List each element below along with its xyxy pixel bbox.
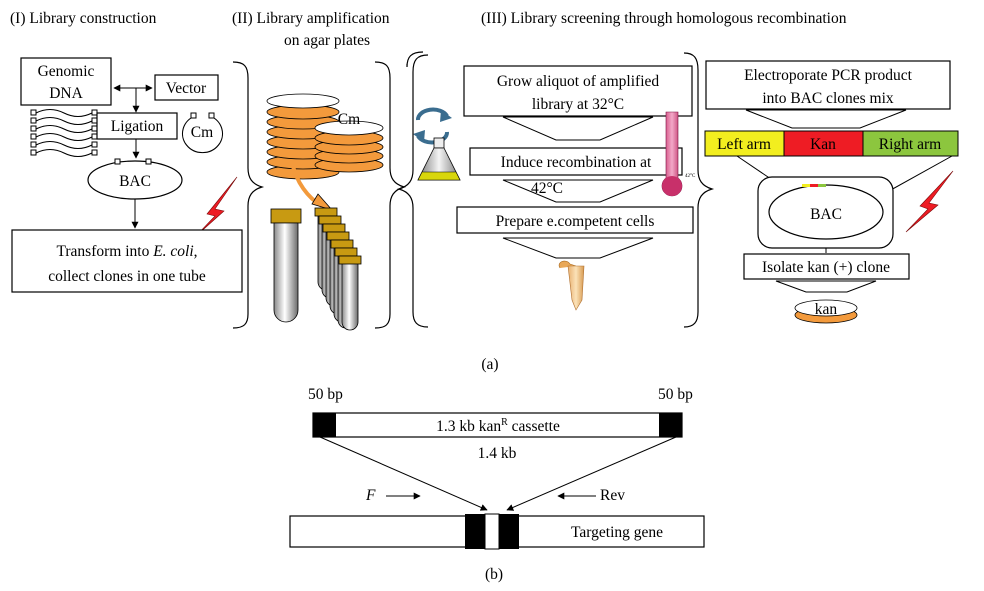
funnel-arrow-5 bbox=[775, 280, 877, 293]
brace-3-close bbox=[683, 52, 715, 328]
panel2: Cm bbox=[266, 93, 384, 331]
brace-2 bbox=[374, 61, 407, 329]
brace-3-left bbox=[396, 54, 429, 328]
plate-cm-label: Cm bbox=[338, 111, 360, 128]
label-a: (a) bbox=[481, 356, 498, 373]
transform-box bbox=[11, 229, 243, 293]
flask-icon bbox=[417, 137, 461, 181]
bac-clone-label: BAC bbox=[810, 206, 842, 223]
left-arm-segment bbox=[704, 130, 785, 157]
right-arm-label: Right arm bbox=[879, 136, 941, 153]
vector-label: Vector bbox=[166, 80, 207, 97]
homology-arm-right bbox=[659, 413, 682, 437]
funnel-arrow-3 bbox=[502, 237, 654, 259]
bp-right-label: 50 bp bbox=[658, 386, 693, 403]
kan-label: Kan bbox=[810, 136, 836, 153]
cassette-label: 1.3 kb kanR cassette bbox=[436, 417, 560, 435]
electroporate-box bbox=[705, 60, 951, 110]
rev-primer-label: Rev bbox=[600, 487, 625, 504]
right-arm-segment bbox=[862, 130, 959, 157]
panel3-header: (III) Library screening through homologo… bbox=[481, 10, 847, 27]
dna-fragment-ends bbox=[30, 109, 98, 156]
vector-box bbox=[154, 74, 219, 101]
cassette-bar bbox=[312, 412, 683, 438]
prepare-label: Prepare e.competent cells bbox=[496, 213, 655, 230]
induce-label-line1: Induce recombination at bbox=[501, 154, 652, 171]
targeting-gene-label: Targeting gene bbox=[571, 524, 663, 541]
panel3-left: Grow aliquot of amplified library at 32°… bbox=[413, 65, 696, 311]
arrow-right-recomb bbox=[506, 436, 677, 511]
cm-plate-stack-icon bbox=[314, 120, 384, 173]
genomic-dna-label-line2: DNA bbox=[49, 85, 83, 102]
thermometer-label: 42°C bbox=[685, 174, 696, 179]
funnel-arrow-2 bbox=[502, 179, 654, 203]
kan-plate-label: kan bbox=[815, 301, 838, 318]
panel1: Genomic DNA Vector Ligation bbox=[11, 57, 243, 293]
panel-b: 50 bp 50 bp 1.3 kb kanR cassette 1.4 kb … bbox=[289, 386, 705, 550]
f-primer-label: F bbox=[365, 487, 376, 504]
length-label: 1.4 kb bbox=[478, 445, 517, 462]
single-tube-icon bbox=[270, 208, 302, 323]
rotation-icon bbox=[413, 107, 452, 145]
lightning-icon bbox=[195, 176, 238, 237]
grow-label-line2: library at 32°C bbox=[532, 96, 624, 113]
electroporate-label-line1: Electroporate PCR product bbox=[744, 67, 913, 84]
panel3-right: Electroporate PCR product into BAC clone… bbox=[704, 60, 959, 324]
funnel-arrow-1 bbox=[502, 116, 654, 141]
transform-label-line2: collect clones in one tube bbox=[48, 268, 206, 285]
tube-rack-icon bbox=[314, 207, 362, 331]
bac-label: BAC bbox=[119, 173, 151, 190]
isolate-label: Isolate kan (+) clone bbox=[762, 259, 890, 276]
ligation-box bbox=[96, 112, 178, 140]
eppendorf-tube-icon bbox=[558, 260, 585, 311]
lightning-icon-2 bbox=[905, 170, 954, 233]
panel2-header-line2: on agar plates bbox=[284, 32, 370, 49]
isolate-box bbox=[743, 253, 910, 280]
transform-label-line1: Transform into E. coli, bbox=[56, 243, 197, 260]
kan-plate-icon bbox=[794, 299, 858, 324]
dna-fragments-icon bbox=[35, 108, 93, 158]
left-arm-label: Left arm bbox=[717, 136, 771, 153]
grow-label-line1: Grow aliquot of amplified bbox=[497, 73, 660, 90]
arrow-left-recomb bbox=[319, 436, 488, 511]
panel2-header-line1: (II) Library amplification bbox=[232, 10, 390, 27]
induce-box bbox=[469, 147, 683, 176]
genomic-dna-label-line1: Genomic bbox=[38, 63, 95, 80]
homology-arm-left bbox=[313, 413, 336, 437]
electroporate-label-line2: into BAC clones mix bbox=[762, 90, 894, 107]
genomic-dna-box bbox=[20, 57, 112, 106]
label-b: (b) bbox=[485, 566, 503, 583]
brace-3-open bbox=[406, 51, 424, 68]
insertion-block-right bbox=[499, 514, 519, 549]
panel1-header: (I) Library construction bbox=[10, 10, 157, 27]
prepare-box bbox=[456, 206, 694, 234]
insertion-gap bbox=[484, 513, 500, 550]
brace-1 bbox=[232, 61, 265, 329]
cm-label: Cm bbox=[191, 124, 213, 141]
induce-label-line2: 42°C bbox=[531, 180, 563, 197]
cm-plasmid-icon bbox=[182, 115, 223, 154]
thermometer-icon: 42°C bbox=[661, 111, 696, 197]
ligation-label: Ligation bbox=[111, 118, 164, 135]
bp-left-label: 50 bp bbox=[308, 386, 343, 403]
funnel-arrow-4 bbox=[745, 109, 907, 129]
grow-box bbox=[463, 65, 693, 117]
insertion-block-left bbox=[465, 514, 485, 549]
